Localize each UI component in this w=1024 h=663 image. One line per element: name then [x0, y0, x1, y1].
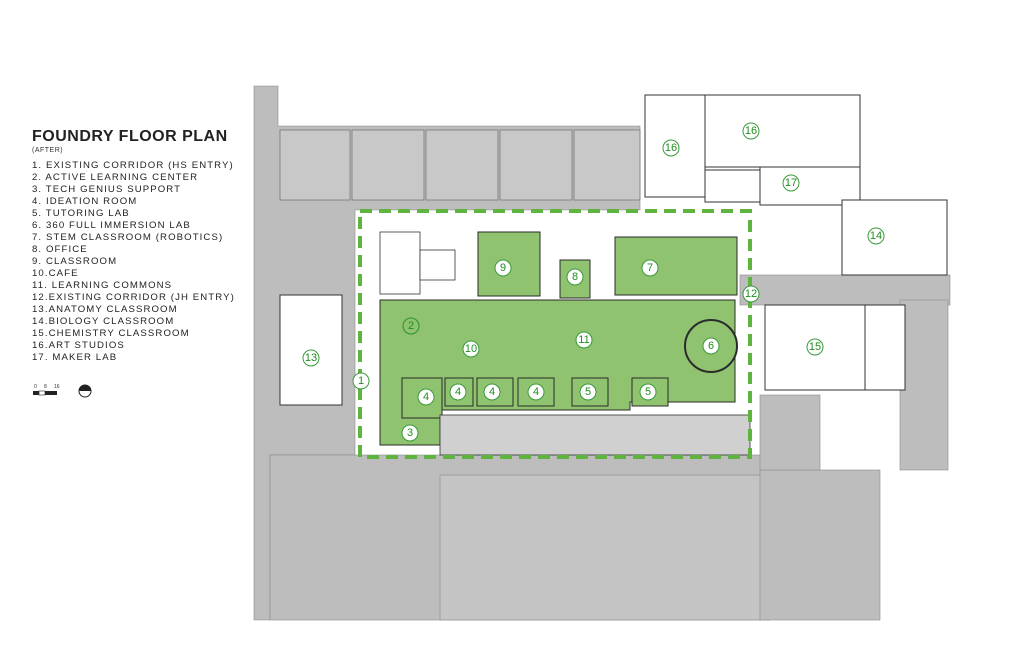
legend-item: 3. TECH GENIUS SUPPORT [32, 184, 182, 195]
svg-text:17: 17 [785, 177, 797, 189]
legend-item: 12.EXISTING CORRIDOR (JH ENTRY) [32, 292, 235, 303]
room-marker-1[interactable]: 1 [352, 372, 370, 390]
legend-item: 13.ANATOMY CLASSROOM [32, 304, 178, 315]
svg-text:10: 10 [465, 343, 477, 355]
svg-text:13: 13 [305, 352, 317, 364]
room-marker-16a[interactable]: 16 [662, 139, 680, 157]
legend-subtitle: (AFTER) [32, 147, 64, 154]
legend-item: 10.CAFE [32, 268, 79, 279]
legend-item: 4. IDEATION ROOM [32, 196, 138, 207]
legend-item: 9. CLASSROOM [32, 256, 118, 267]
room-marker-10[interactable]: 10 [462, 340, 480, 358]
svg-text:3: 3 [407, 427, 413, 439]
svg-text:1: 1 [358, 375, 364, 387]
legend-item: 6. 360 FULL IMMERSION LAB [32, 220, 191, 231]
north-east-rooms [279, 94, 948, 406]
svg-text:4: 4 [533, 386, 539, 398]
legend-title: FOUNDRY FLOOR PLAN [32, 128, 228, 145]
scale-label-16: 16 [54, 384, 60, 390]
room-marker-9[interactable]: 9 [494, 259, 512, 277]
svg-text:6: 6 [708, 340, 714, 352]
room-markers: 1 2 3 4 4 4 4 5 5 6 7 8 9 10 11 12 13 14… [302, 122, 885, 442]
legend-item: 15.CHEMISTRY CLASSROOM [32, 328, 190, 339]
svg-text:5: 5 [645, 386, 651, 398]
svg-text:2: 2 [408, 320, 414, 332]
svg-text:4: 4 [455, 386, 461, 398]
legend-item: 11. LEARNING COMMONS [32, 280, 173, 291]
room-marker-4a[interactable]: 4 [417, 388, 435, 406]
existing-building [253, 85, 951, 621]
room-marker-14[interactable]: 14 [867, 227, 885, 245]
room-marker-7[interactable]: 7 [641, 259, 659, 277]
svg-text:4: 4 [489, 386, 495, 398]
room-marker-12[interactable]: 12 [742, 285, 760, 303]
room-marker-13[interactable]: 13 [302, 349, 320, 367]
svg-text:12: 12 [745, 288, 757, 300]
legend-item: 16.ART STUDIOS [32, 340, 125, 351]
legend-item: 17. MAKER LAB [32, 352, 118, 363]
west-classroom-row [279, 129, 641, 201]
room-marker-2[interactable]: 2 [402, 317, 420, 335]
legend-item: 7. STEM CLASSROOM (ROBOTICS) [32, 232, 224, 243]
legend: FOUNDRY FLOOR PLAN (AFTER) 1. EXISTING C… [32, 128, 272, 364]
legend-item: 5. TUTORING LAB [32, 208, 130, 219]
service-rooms [379, 231, 751, 456]
room-marker-11[interactable]: 11 [575, 331, 593, 349]
svg-text:15: 15 [809, 341, 821, 353]
room-marker-15[interactable]: 15 [806, 338, 824, 356]
room-marker-4c[interactable]: 4 [483, 383, 501, 401]
svg-text:7: 7 [647, 262, 653, 274]
room-marker-16b[interactable]: 16 [742, 122, 760, 140]
svg-text:5: 5 [585, 386, 591, 398]
scale-label-8: 8 [44, 384, 47, 390]
room-marker-8[interactable]: 8 [566, 268, 584, 286]
legend-item: 8. OFFICE [32, 244, 88, 255]
scale-label-0: 0 [34, 384, 37, 390]
svg-text:16: 16 [665, 142, 677, 154]
room-marker-5b[interactable]: 5 [639, 383, 657, 401]
room-marker-4d[interactable]: 4 [527, 383, 545, 401]
renovation-boundary [358, 209, 752, 459]
legend-item: 2. ACTIVE LEARNING CENTER [32, 172, 199, 183]
svg-text:4: 4 [423, 391, 429, 403]
scale-bar: 0 8 16 [33, 384, 92, 398]
room-marker-17[interactable]: 17 [782, 174, 800, 192]
room-marker-3[interactable]: 3 [401, 424, 419, 442]
north-arrow-icon [78, 384, 92, 398]
svg-text:14: 14 [870, 230, 882, 242]
svg-text:16: 16 [745, 125, 757, 137]
room-marker-6[interactable]: 6 [702, 337, 720, 355]
svg-text:11: 11 [578, 334, 589, 346]
legend-item: 14.BIOLOGY CLASSROOM [32, 316, 175, 327]
svg-text:8: 8 [572, 271, 578, 283]
legend-list: 1. EXISTING CORRIDOR (HS ENTRY) 2. ACTIV… [32, 160, 272, 364]
room-marker-4b[interactable]: 4 [449, 383, 467, 401]
room-marker-5a[interactable]: 5 [579, 383, 597, 401]
legend-item: 1. EXISTING CORRIDOR (HS ENTRY) [32, 160, 234, 171]
svg-text:9: 9 [500, 262, 506, 274]
